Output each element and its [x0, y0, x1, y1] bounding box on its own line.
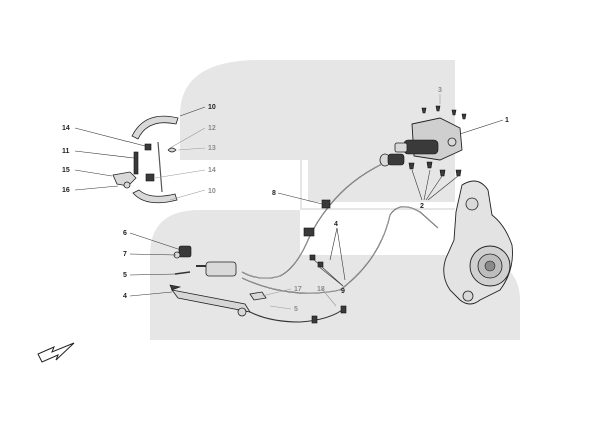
- callout-8: 8: [272, 190, 276, 197]
- brake-lever-assembly: [112, 151, 139, 189]
- cable-connector: [379, 153, 405, 167]
- callout-labels: 10 12 13 14 10 14 11 15 16 3 1 2 8 4 9 6…: [62, 87, 509, 313]
- cable-tensioner: [173, 245, 237, 277]
- callout-15: 15: [62, 167, 70, 174]
- spring-clip-group: [144, 141, 177, 193]
- callout-5-lower: 5: [294, 306, 298, 313]
- callout-7: 7: [123, 251, 127, 258]
- wheel-hub-knuckle: [443, 180, 513, 305]
- cable-lower-18: [249, 307, 346, 323]
- callout-14-left: 14: [62, 125, 70, 132]
- mounting-bracket: [169, 284, 251, 317]
- callout-1: 1: [505, 117, 509, 124]
- callout-6: 6: [123, 230, 127, 237]
- callout-10-lower: 10: [208, 188, 216, 195]
- callout-12: 12: [208, 125, 216, 132]
- callout-11: 11: [62, 148, 70, 155]
- small-bracket-17: [249, 291, 267, 301]
- arrow-down-left-icon: [37, 342, 75, 363]
- callout-18: 18: [317, 286, 325, 293]
- parking-brake-actuator: [394, 117, 463, 161]
- cable-clips: [303, 199, 347, 324]
- callout-16: 16: [62, 187, 70, 194]
- brake-shoe-lower: [132, 189, 178, 204]
- callout-4: 4: [123, 293, 127, 300]
- callout-17: 17: [294, 286, 302, 293]
- callout-5-left: 5: [123, 272, 127, 279]
- callout-3: 3: [438, 87, 442, 94]
- brake-shoe-upper: [131, 115, 179, 140]
- leader-lines: [74, 94, 504, 310]
- callout-13: 13: [208, 145, 216, 152]
- bolt-set-2: [408, 161, 462, 177]
- cable-right-9: [241, 206, 439, 294]
- callout-4-upper: 4: [334, 221, 338, 228]
- cable-main-8: [241, 163, 383, 279]
- callout-14-right: 14: [208, 167, 216, 174]
- callout-2: 2: [420, 203, 424, 210]
- callout-9: 9: [341, 288, 345, 295]
- callout-10-upper: 10: [208, 104, 216, 111]
- bolt-set-3: [421, 105, 467, 120]
